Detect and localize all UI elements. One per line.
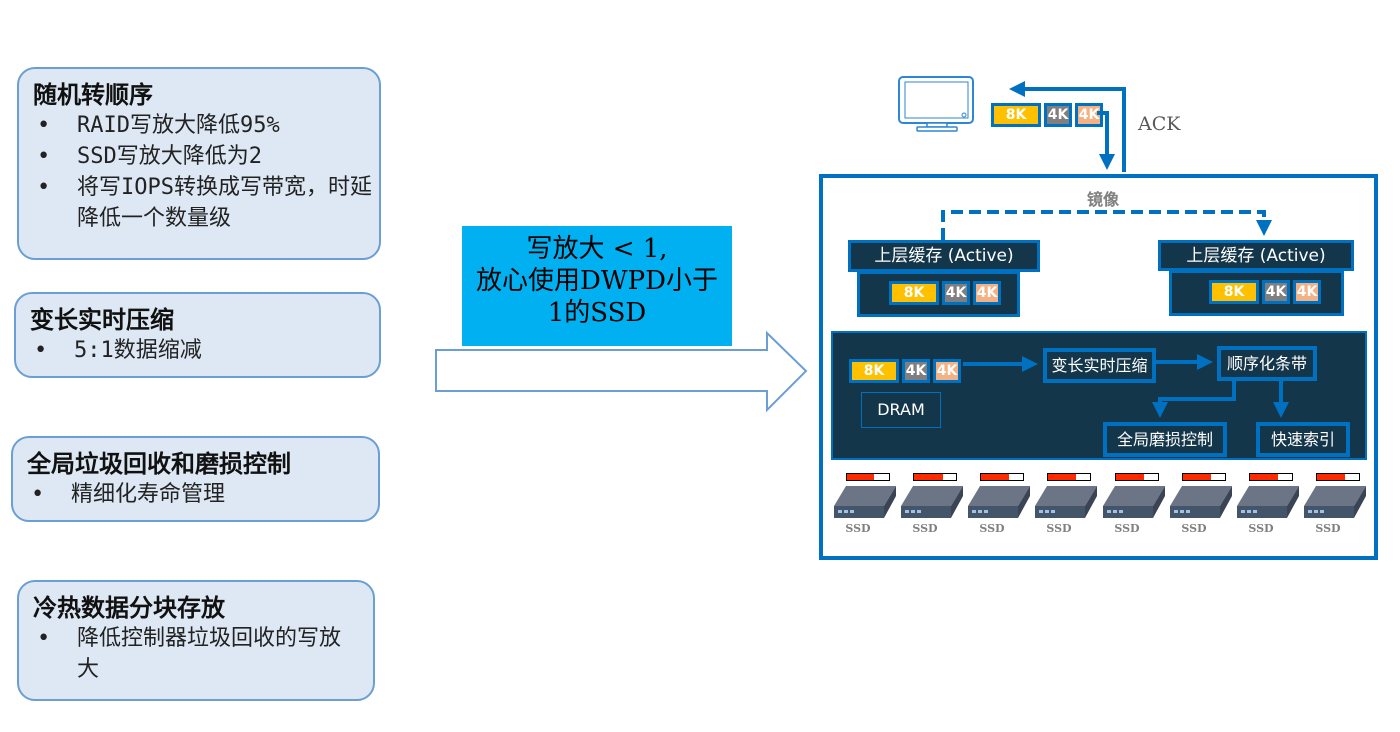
wear-level-fill xyxy=(1116,474,1144,480)
block-4k: 4K xyxy=(942,281,970,305)
ssd-drive-icon xyxy=(1304,486,1366,518)
ssd-drive: SSD xyxy=(1302,473,1366,543)
ssd-label: SSD xyxy=(845,522,871,535)
ssd-drive: SSD xyxy=(1168,473,1232,543)
block-8k: 8K xyxy=(991,103,1041,127)
block-8k: 8K xyxy=(849,359,899,383)
bullet-text: 降低控制器垃圾回收的写放大 xyxy=(77,626,342,682)
ssd-label: SSD xyxy=(912,522,938,535)
block-4k: 4K xyxy=(933,359,961,383)
cache-body-left: 8K 4K 4K xyxy=(857,271,1020,317)
bullet-icon: • xyxy=(37,144,51,169)
bullet-text: 5:1数据缩减 xyxy=(74,338,202,363)
ssd-drive-icon xyxy=(1035,486,1097,518)
bullet-text: 将写IOPS转换成写带宽，时延降低一个数量级 xyxy=(77,175,372,231)
feature-bullet: • 精细化寿命管理 xyxy=(27,479,366,510)
write-amplification-callout: 写放大 < 1, 放心使用DWPD小于 1的SSD xyxy=(462,226,732,346)
node-global-wear-control: 全局磨损控制 xyxy=(1103,422,1227,457)
ssd-drive: SSD xyxy=(1235,473,1299,543)
feature-card-hot-cold-separation: 冷热数据分块存放 • 降低控制器垃圾回收的写放大 xyxy=(17,580,375,701)
feature-bullet: • 降低控制器垃圾回收的写放大 xyxy=(33,623,347,685)
mirror-label: 镜像 xyxy=(1087,190,1120,209)
bullet-icon: • xyxy=(37,175,51,200)
cache-blocks: 8K 4K 4K xyxy=(1209,280,1321,304)
bullet-text: SSD写放大降低为2 xyxy=(77,144,262,169)
host-data-blocks: 8K 4K 4K xyxy=(991,103,1103,127)
wear-level-fill xyxy=(847,474,875,480)
bullet-icon: • xyxy=(31,482,45,507)
ssd-drive-icon xyxy=(1170,486,1232,518)
callout-line: 放心使用DWPD小于 xyxy=(476,266,718,296)
ack-label: ACK xyxy=(1138,113,1181,135)
ssd-drive: SSD xyxy=(1033,473,1097,543)
block-4k: 4K xyxy=(1044,103,1072,127)
wear-level-fill xyxy=(1183,474,1212,480)
dram-blocks: 8K 4K 4K xyxy=(849,359,961,383)
dram-label: DRAM xyxy=(861,392,941,428)
ssd-drive: SSD xyxy=(966,473,1030,543)
node-variable-compression: 变长实时压缩 xyxy=(1043,348,1156,383)
wear-level-bar xyxy=(1249,473,1293,481)
feature-card-compression: 变长实时压缩 • 5:1数据缩减 xyxy=(14,292,381,378)
wear-level-bar xyxy=(1115,473,1159,481)
block-4k: 4K xyxy=(1293,280,1321,304)
feature-bullet: • RAID写放大降低95% xyxy=(33,110,367,141)
callout-line: 写放大 < 1, xyxy=(526,234,668,264)
cache-blocks: 8K 4K 4K xyxy=(889,281,1001,305)
cache-body-right: 8K 4K 4K xyxy=(1169,270,1344,316)
block-4k: 4K xyxy=(902,359,930,383)
big-right-arrow-icon xyxy=(435,330,808,413)
feature-title: 冷热数据分块存放 xyxy=(33,593,225,622)
ssd-label: SSD xyxy=(1248,522,1274,535)
node-fast-index: 快速索引 xyxy=(1256,422,1350,457)
wear-level-bar xyxy=(913,473,957,481)
ssd-drive: SSD xyxy=(832,473,896,543)
wear-level-fill xyxy=(914,474,943,480)
wear-level-bar xyxy=(1182,473,1226,481)
ssd-drive-icon xyxy=(1237,486,1299,518)
processing-pipeline: 8K 4K 4K DRAM 变长实时压缩 顺序化条带 全局磨损控制 快速索引 xyxy=(831,331,1367,460)
cache-header-left: 上层缓存 (Active) xyxy=(848,240,1040,272)
bullet-text: 精细化寿命管理 xyxy=(71,482,226,507)
block-8k: 8K xyxy=(889,281,939,305)
ssd-drive: SSD xyxy=(1101,473,1165,543)
bullet-icon: • xyxy=(34,338,48,363)
wear-level-bar xyxy=(980,473,1024,481)
bullet-icon: • xyxy=(37,113,51,138)
callout-line: 1的SSD xyxy=(547,298,647,328)
block-8k: 8K xyxy=(1209,280,1259,304)
block-4k: 4K xyxy=(973,281,1001,305)
wear-level-fill xyxy=(1250,474,1278,480)
ssd-drive-icon xyxy=(968,486,1030,518)
ssd-drive-icon xyxy=(901,486,963,518)
feature-title: 全局垃圾回收和磨损控制 xyxy=(27,449,291,478)
feature-bullet: • SSD写放大降低为2 xyxy=(33,141,367,172)
ssd-label: SSD xyxy=(1181,522,1207,535)
wear-level-bar xyxy=(1047,473,1091,481)
wear-level-fill xyxy=(1317,474,1345,480)
wear-level-bar xyxy=(1316,473,1360,481)
feature-bullet: • 将写IOPS转换成写带宽，时延降低一个数量级 xyxy=(33,172,377,234)
ssd-drive: SSD xyxy=(899,473,963,543)
feature-card-random-to-sequential: 随机转顺序 • RAID写放大降低95% • SSD写放大降低为2 • 将写IOPS转… xyxy=(17,67,381,260)
cache-header-right: 上层缓存 (Active) xyxy=(1158,240,1354,271)
ssd-drive-icon xyxy=(834,486,896,518)
block-4k: 4K xyxy=(1262,280,1290,304)
ssd-label: SSD xyxy=(1046,522,1072,535)
feature-bullet: • 5:1数据缩减 xyxy=(30,335,367,366)
wear-level-bar xyxy=(846,473,890,481)
feature-title: 随机转顺序 xyxy=(33,80,153,109)
wear-level-fill xyxy=(981,474,1010,480)
bullet-icon: • xyxy=(37,626,51,651)
ssd-drive-icon xyxy=(1103,486,1165,518)
node-sequential-striping: 顺序化条带 xyxy=(1217,346,1317,381)
feature-title: 变长实时压缩 xyxy=(30,305,174,334)
feature-card-garbage-collection: 全局垃圾回收和磨损控制 • 精细化寿命管理 xyxy=(11,436,380,522)
ssd-label: SSD xyxy=(1114,522,1140,535)
bullet-text: RAID写放大降低95% xyxy=(77,113,280,138)
block-4k: 4K xyxy=(1075,103,1103,127)
ssd-label: SSD xyxy=(1315,522,1341,535)
ssd-label: SSD xyxy=(979,522,1005,535)
wear-level-fill xyxy=(1048,474,1076,480)
